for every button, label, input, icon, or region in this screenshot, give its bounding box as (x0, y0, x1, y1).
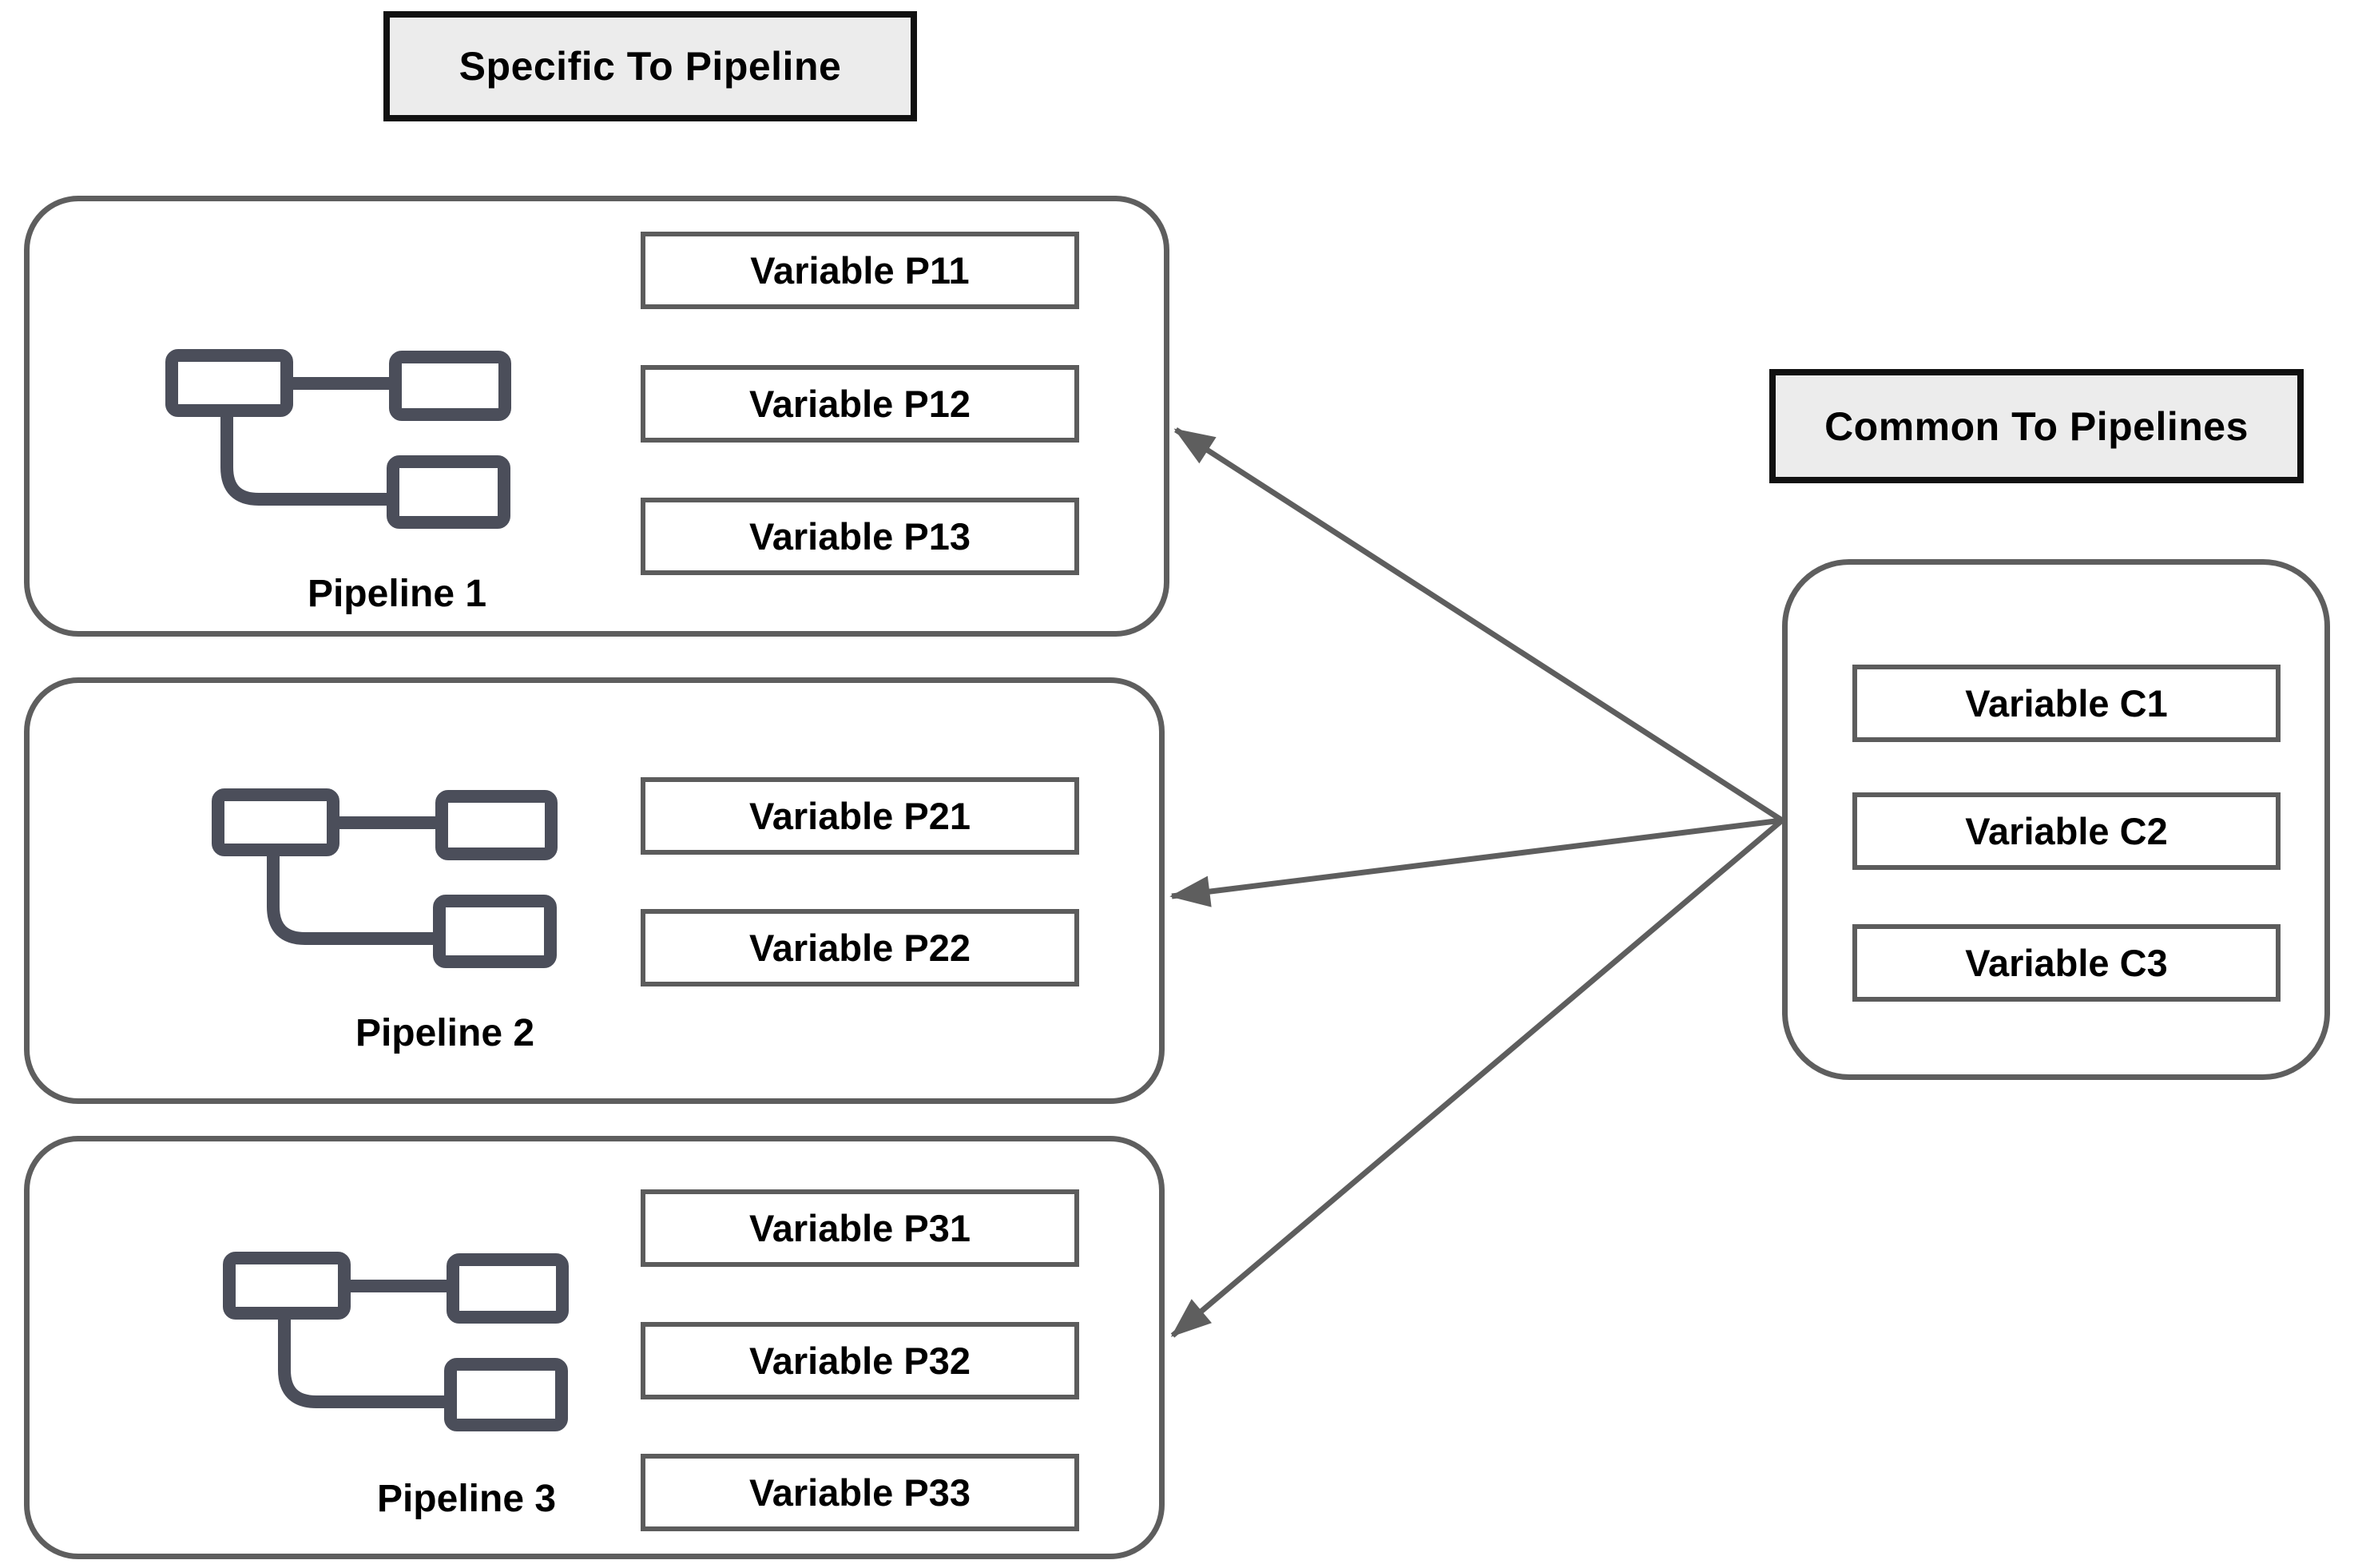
pipeline-3-group: Pipeline 3 Variable P31 Variable P32 Var… (24, 1136, 1165, 1559)
variable-box-c3: Variable C3 (1852, 924, 2281, 1002)
arrow-common-to-pipeline-3 (1170, 818, 1784, 1338)
variable-box-p32: Variable P32 (641, 1322, 1079, 1399)
pipeline-1-label: Pipeline 1 (307, 572, 487, 615)
pipeline-flow-icon (212, 787, 558, 971)
header-common-to-pipelines: Common To Pipelines (1769, 369, 2304, 483)
arrow-common-to-pipeline-1 (1173, 427, 1784, 823)
pipeline-1-group: Pipeline 1 Variable P11 Variable P12 Var… (24, 196, 1169, 637)
pipeline-flow-icon (223, 1250, 570, 1434)
pipeline-flow-icon (165, 347, 512, 531)
pipeline-2-group: Pipeline 2 Variable P21 Variable P22 (24, 677, 1165, 1104)
pipeline-2-label: Pipeline 2 (355, 1011, 535, 1054)
variable-box-c1: Variable C1 (1852, 665, 2281, 742)
arrow-common-to-pipeline-2 (1169, 817, 1783, 907)
variable-box-p13: Variable P13 (641, 498, 1079, 575)
common-variables-group: Variable C1 Variable C2 Variable C3 (1782, 559, 2330, 1080)
pipeline-3-label: Pipeline 3 (376, 1477, 557, 1520)
variable-box-p11: Variable P11 (641, 232, 1079, 309)
variable-box-p33: Variable P33 (641, 1454, 1079, 1531)
header-specific-to-pipeline: Specific To Pipeline (383, 11, 917, 121)
variable-box-p21: Variable P21 (641, 777, 1079, 855)
variable-box-p12: Variable P12 (641, 365, 1079, 443)
variable-box-p22: Variable P22 (641, 909, 1079, 986)
variable-box-p31: Variable P31 (641, 1189, 1079, 1267)
variable-box-c2: Variable C2 (1852, 792, 2281, 870)
